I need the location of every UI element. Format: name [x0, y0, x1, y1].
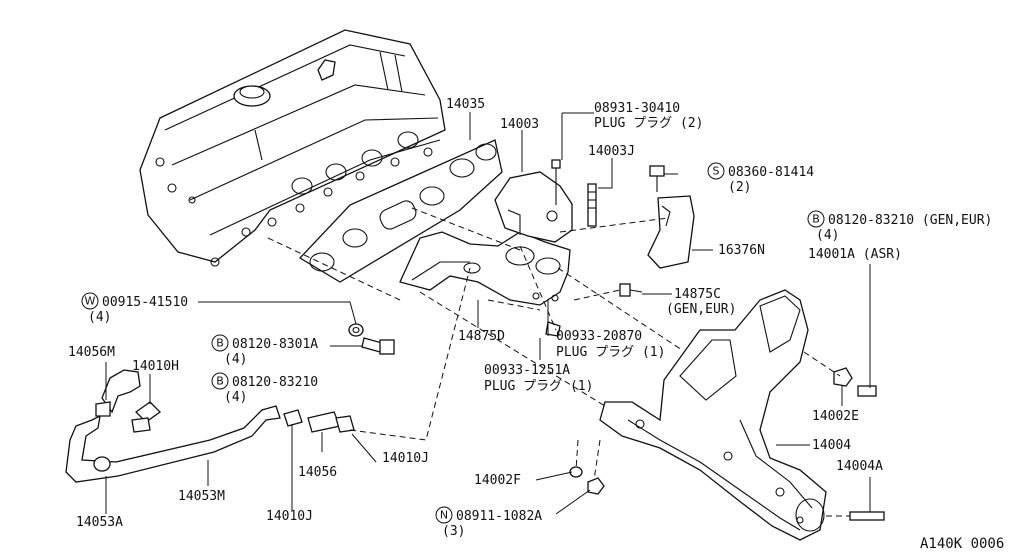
alignment-lines [267, 207, 850, 517]
callout-14010j2: 14010J [266, 509, 313, 524]
callout-08120c: 08120-83210 [232, 375, 318, 390]
callout-circle-b [211, 372, 229, 390]
callout-08931: 08931-30410 [594, 101, 680, 116]
callout-00933bs: PLUG プラグ (1) [484, 379, 593, 394]
cylinder-head [139, 29, 446, 267]
exhaust-manifold-upper [399, 231, 571, 306]
callout-14875d: 14875D [458, 329, 505, 344]
plug-bolt-08931 [551, 159, 561, 205]
callout-circle-w [81, 292, 99, 310]
callout-00933b: 00933-1251A [484, 363, 570, 378]
callout-00933as: PLUG プラグ (1) [556, 345, 665, 360]
bolt-08120-8301a [361, 337, 395, 355]
callout-14003: 14003 [500, 117, 539, 132]
bolt-14001a [857, 385, 877, 397]
bolt-14875c [619, 283, 643, 297]
callout-14003j: 14003J [588, 144, 635, 159]
manifold-gasket [298, 139, 503, 283]
manifold-bracket [494, 171, 573, 243]
callout-08120cs: (4) [224, 390, 247, 405]
callout-16376n: 16376N [718, 243, 765, 258]
hose-assembly [65, 369, 355, 483]
bolt-08360 [649, 165, 665, 192]
callout-14001a: 14001A (ASR) [808, 247, 902, 262]
callout-circle-b [807, 210, 825, 228]
stud-14004a [849, 511, 885, 521]
callout-08120a: 08120-83210 (GEN,EUR) [828, 213, 992, 228]
callout-00915s: (4) [88, 310, 111, 325]
callout-circle-letter: W [85, 295, 96, 308]
callout-14053m: 14053M [178, 489, 225, 504]
callout-08120b: 08120-8301A [232, 337, 318, 352]
washer-00915 [348, 323, 364, 337]
plug-00933-20870 [545, 321, 561, 337]
callout-14053a: 14053A [76, 515, 123, 530]
exhaust-manifold-lower [599, 289, 827, 541]
callout-circle-letter: N [440, 509, 448, 522]
callout-08360: 08360-81414 [728, 165, 814, 180]
callout-14056m: 14056M [68, 345, 115, 360]
callout-circle-b [211, 334, 229, 352]
callout-14875cs: (GEN,EUR) [666, 302, 736, 317]
callout-circle-n [435, 506, 453, 524]
callout-08120as: (4) [816, 228, 839, 243]
callout-14004: 14004 [812, 438, 851, 453]
callout-00915: 00915-41510 [102, 295, 188, 310]
callout-14002f: 14002F [474, 473, 521, 488]
callout-circle-s [707, 162, 725, 180]
callout-14010h: 14010H [132, 359, 179, 374]
callout-14056: 14056 [298, 465, 337, 480]
heat-shield-16376n [647, 195, 695, 269]
callout-circle-letter: B [812, 213, 820, 226]
callout-08120bs: (4) [224, 352, 247, 367]
nut-14002e [833, 367, 853, 387]
callout-08911s: (3) [442, 524, 465, 539]
nut-08911 [587, 477, 605, 495]
callout-08911: 08911-1082A [456, 509, 542, 524]
callout-circle-letter: B [216, 375, 224, 388]
reference-code: A140K 0006 [920, 536, 1004, 552]
leader-lines [105, 112, 871, 515]
callout-14004a: 14004A [836, 459, 883, 474]
callout-14875c: 14875C [674, 287, 721, 302]
stud-14003j [587, 183, 597, 227]
callout-00933a: 00933-20870 [556, 329, 642, 344]
callout-08931s: PLUG プラグ (2) [594, 116, 703, 131]
callout-08360s: (2) [728, 180, 751, 195]
callout-14010j1: 14010J [382, 451, 429, 466]
callout-circle-letter: S [713, 165, 720, 178]
callout-circle-letter: B [216, 337, 224, 350]
callout-14035: 14035 [446, 97, 485, 112]
callout-14002e: 14002E [812, 409, 859, 424]
